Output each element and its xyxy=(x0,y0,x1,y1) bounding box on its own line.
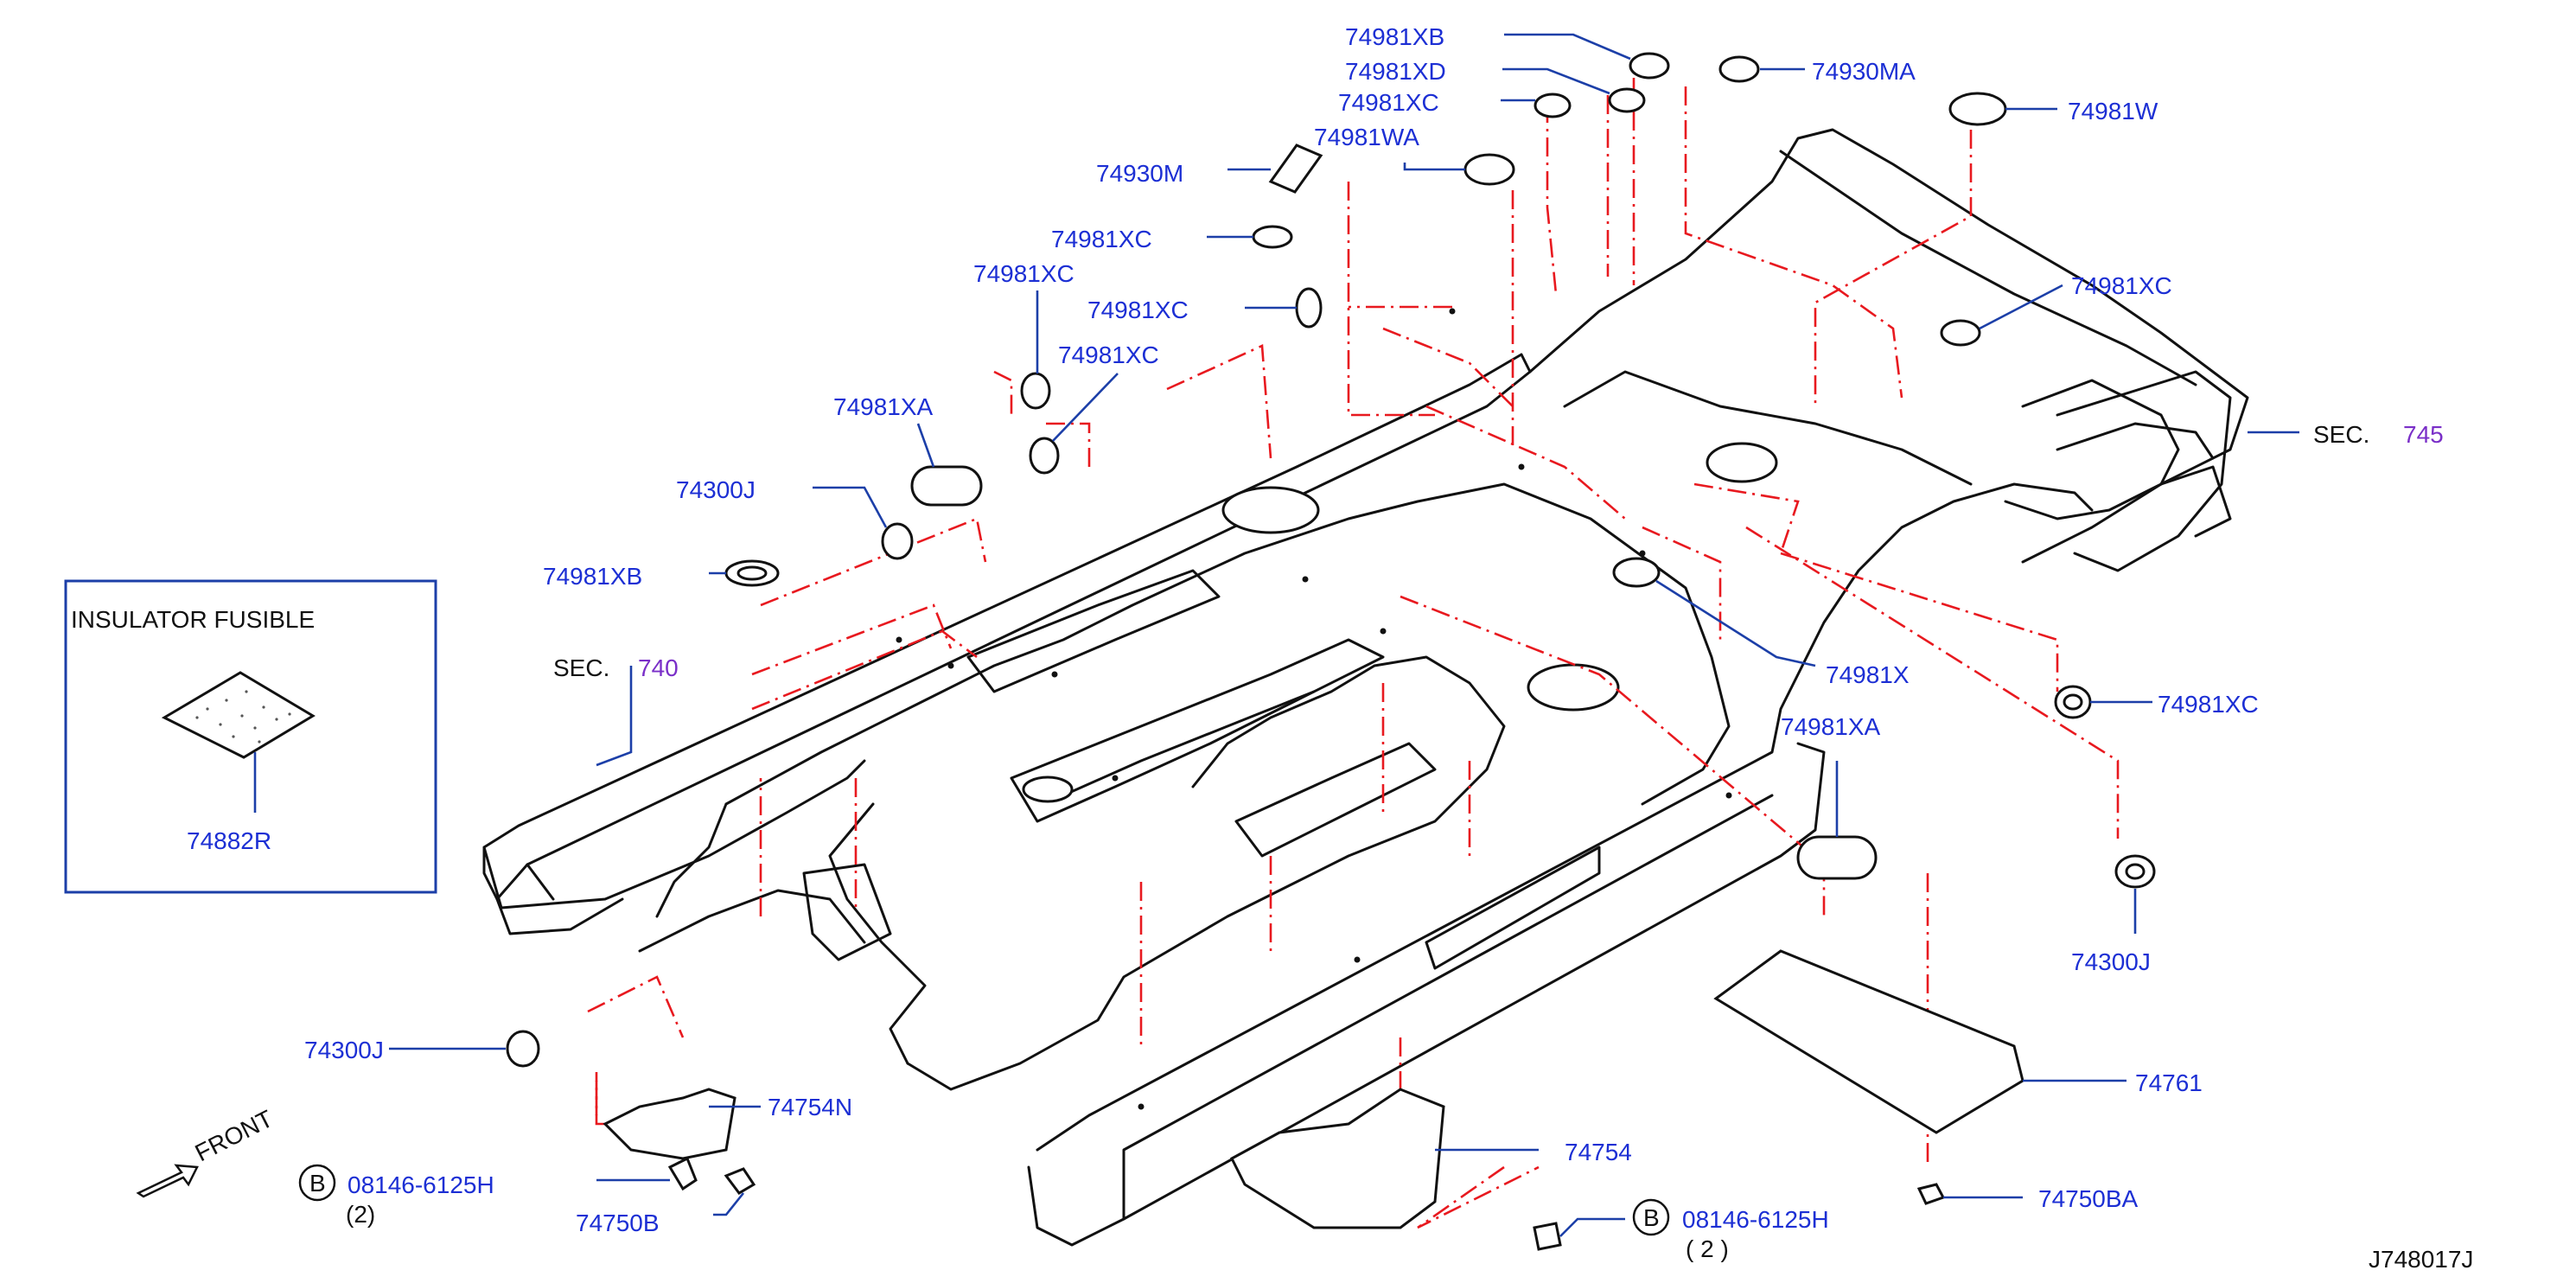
label-bolt-part-2: 08146-6125H xyxy=(1682,1206,1829,1233)
section-ref-745: SEC. 745 xyxy=(2313,421,2444,448)
front-label: FRONT xyxy=(191,1105,277,1166)
sec-word-745: SEC. xyxy=(2313,421,2369,448)
inset-title: INSULATOR FUSIBLE xyxy=(71,606,315,633)
floor-opening-2 xyxy=(1527,663,1620,712)
clip-74750B xyxy=(724,1167,756,1195)
label-74981XA-1: 74981XA xyxy=(833,393,934,420)
fastener-dots xyxy=(896,308,1732,1110)
inset-insulator-fusible: INSULATOR FUSIBLE 74882R xyxy=(64,579,437,894)
sec-word-740: SEC. xyxy=(553,654,609,681)
label-74300J-bottom: 74300J xyxy=(304,1037,384,1063)
label-74981XC-2: 74981XC xyxy=(1051,226,1152,252)
plug-74981XD xyxy=(1608,87,1646,113)
plug-74981XC-3 xyxy=(1020,372,1051,410)
label-74754: 74754 xyxy=(1565,1139,1632,1165)
insulator-74761 xyxy=(1713,949,2024,1134)
label-74981XC-3: 74981XC xyxy=(973,260,1074,287)
bolt-74750B xyxy=(667,1156,698,1191)
grommet-74300J-1 xyxy=(881,522,914,560)
label-bolt-qty-2: ( 2 ) xyxy=(1686,1235,1729,1262)
label-74981XC-right2: 74981XC xyxy=(2158,691,2259,718)
plug-74981XA-2 xyxy=(1796,835,1878,880)
floor-panel-body xyxy=(482,128,2249,1247)
label-74981XB-left: 74981XB xyxy=(543,563,642,590)
label-74981WA: 74981WA xyxy=(1314,124,1419,150)
svg-text:B: B xyxy=(1643,1204,1660,1231)
floor-opening-3 xyxy=(1706,442,1778,483)
grommet-74300J-bottom xyxy=(506,1030,540,1068)
label-74981XC-5: 74981XC xyxy=(1058,341,1159,368)
plug-74981WA xyxy=(1463,153,1515,186)
label-74300J-right: 74300J xyxy=(2071,948,2151,975)
bolt-symbol-2: B xyxy=(1632,1198,1670,1236)
label-74750BA: 74750BA xyxy=(2038,1185,2139,1212)
plug-74981XC-right xyxy=(1940,319,1981,347)
plug-74981XC-5 xyxy=(1029,437,1060,475)
label-74981W: 74981W xyxy=(2068,98,2158,124)
svg-text:B: B xyxy=(309,1170,326,1197)
plug-74981XC-4 xyxy=(1295,287,1323,329)
sec-740: 740 xyxy=(638,654,679,681)
insulator-74754 xyxy=(1230,1088,1445,1229)
label-74981XD: 74981XD xyxy=(1345,58,1446,85)
sec-745: 745 xyxy=(2403,421,2444,448)
label-74981XC-4: 74981XC xyxy=(1087,297,1189,323)
label-74981XC-right: 74981XC xyxy=(2071,272,2172,299)
label-74882R: 74882R xyxy=(187,827,271,854)
label-74754N: 74754N xyxy=(768,1094,852,1120)
clip-74750BA xyxy=(1916,1183,1946,1205)
label-74981X: 74981X xyxy=(1826,661,1910,688)
label-74300J-1: 74300J xyxy=(676,476,756,503)
label-74761: 74761 xyxy=(2135,1069,2203,1096)
bolt-08146-2 xyxy=(1533,1222,1562,1251)
label-bolt-qty-1: (2) xyxy=(346,1201,375,1228)
phantom-assembly-lines xyxy=(587,78,2120,1229)
plug-74981XC-2 xyxy=(1252,225,1293,249)
label-74930M: 74930M xyxy=(1096,160,1183,187)
insulator-74882R xyxy=(161,671,316,759)
section-ref-740: SEC. 740 xyxy=(553,654,679,681)
label-74981XB-top: 74981XB xyxy=(1345,23,1444,50)
plug-74981XC-1 xyxy=(1533,93,1572,118)
pad-74930M xyxy=(1268,144,1323,194)
part-labels: 74981XB 74981XD 74930MA 74981XC 74981WA … xyxy=(304,23,2259,1262)
label-74930MA: 74930MA xyxy=(1812,58,1916,85)
label-bolt-part-1: 08146-6125H xyxy=(348,1171,494,1198)
plug-74981X xyxy=(1612,557,1661,588)
label-74981XA-2: 74981XA xyxy=(1781,713,1881,740)
floor-opening-4 xyxy=(1022,776,1074,803)
plug-74930MA xyxy=(1718,55,1760,83)
plug-74981W xyxy=(1948,92,2007,126)
front-arrow: FRONT xyxy=(136,1105,277,1198)
parts xyxy=(506,52,2156,1251)
bolt-symbol-1: B xyxy=(298,1164,336,1202)
plug-74981XA-1 xyxy=(910,465,983,507)
label-74750B: 74750B xyxy=(576,1210,660,1236)
plug-74981XB-top xyxy=(1629,52,1670,80)
floor-opening-1 xyxy=(1221,486,1320,534)
diagram-id: J748017J xyxy=(2369,1246,2473,1273)
label-74981XC-1: 74981XC xyxy=(1338,89,1439,116)
leader-lines xyxy=(389,33,2299,1237)
insulator-74754N xyxy=(603,1088,736,1160)
